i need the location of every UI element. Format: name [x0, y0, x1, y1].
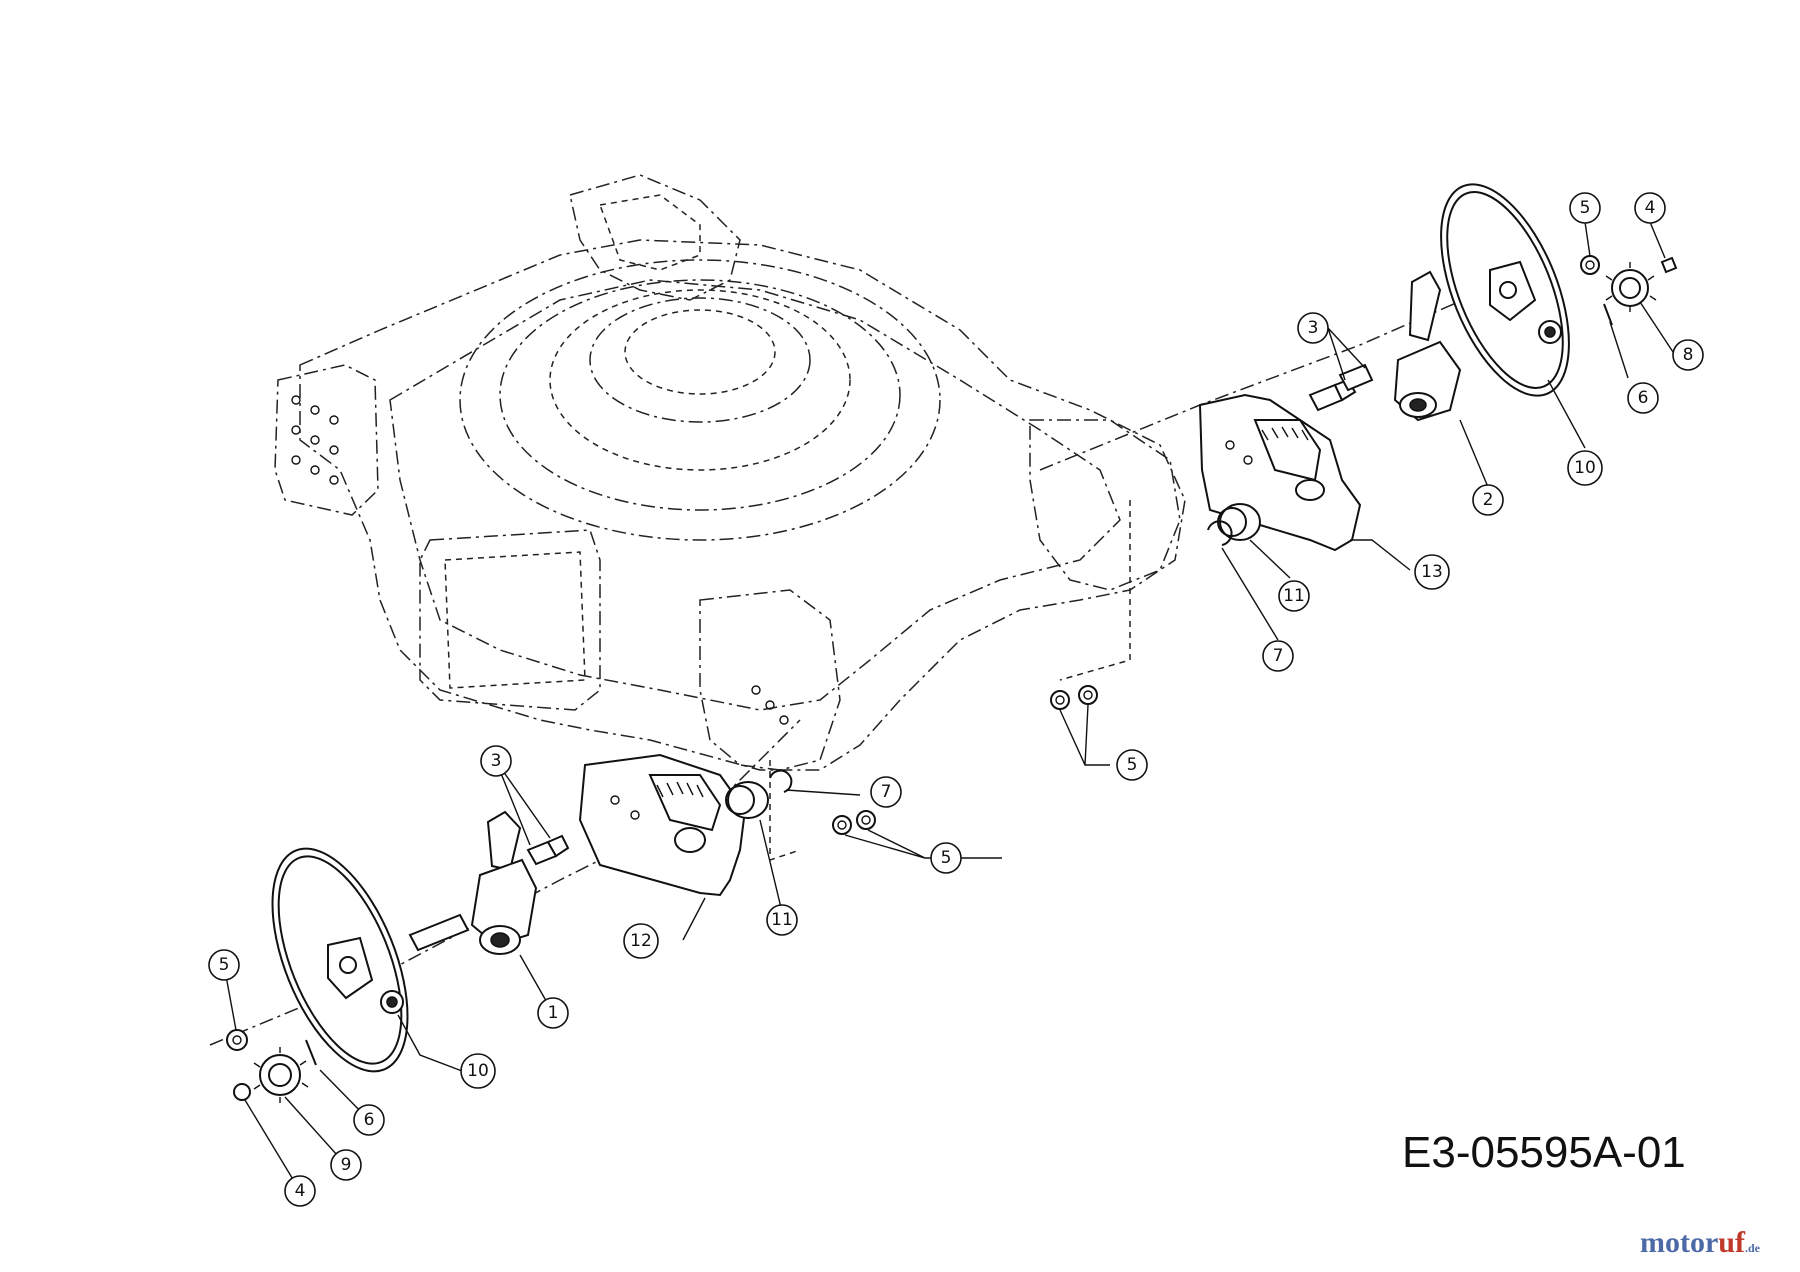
- svg-text:4: 4: [295, 1181, 306, 1201]
- svg-text:12: 12: [630, 931, 652, 951]
- height-lever-right: [1393, 270, 1462, 422]
- svg-text:4: 4: [1645, 198, 1656, 218]
- callout-9: 9: [330, 1149, 362, 1181]
- callout-11-right: 11: [1278, 580, 1310, 612]
- svg-text:7: 7: [881, 782, 892, 802]
- nut-left: [226, 1029, 248, 1051]
- mower-deck-housing: [274, 174, 1186, 862]
- svg-text:6: 6: [1638, 388, 1649, 408]
- screw-left: [233, 1083, 251, 1101]
- callout-11-left: 11: [766, 904, 798, 936]
- callout-3-right: 3: [1297, 312, 1329, 344]
- callout-6-left: 6: [353, 1104, 385, 1136]
- wheel-disc-right: [1440, 183, 1570, 397]
- pin-right: [1603, 303, 1613, 326]
- bolts-left: [526, 834, 570, 866]
- callout-4-left: 4: [284, 1175, 316, 1207]
- gear-left: [253, 1047, 309, 1103]
- nuts-left-lower: [832, 810, 876, 835]
- svg-text:3: 3: [491, 751, 502, 771]
- svg-text:8: 8: [1683, 345, 1694, 365]
- svg-text:7: 7: [1273, 646, 1284, 666]
- svg-text:5: 5: [1580, 198, 1591, 218]
- svg-text:13: 13: [1421, 562, 1443, 582]
- svg-text:9: 9: [341, 1155, 352, 1175]
- pin-left: [305, 1039, 317, 1066]
- bushing-left: [725, 781, 769, 819]
- watermark-suffix: .de: [1744, 1241, 1760, 1255]
- svg-text:6: 6: [364, 1110, 375, 1130]
- callout-5-right-top: 5: [1569, 192, 1601, 224]
- svg-text:11: 11: [771, 910, 793, 930]
- nut-right-top: [1580, 255, 1600, 275]
- callouts: 1 2 3 3 4 4 5 5 5 5 6 6 7 7 8 9 10 10 11…: [208, 192, 1704, 1207]
- callout-4-right: 4: [1634, 192, 1666, 224]
- gear-right: [1605, 262, 1657, 312]
- svg-text:10: 10: [1574, 458, 1596, 478]
- callout-5-right-lower: 5: [1116, 749, 1148, 781]
- clip-right: [1207, 520, 1233, 546]
- callout-5-left: 5: [208, 949, 240, 981]
- svg-text:10: 10: [467, 1061, 489, 1081]
- mounting-plate-left: [578, 753, 747, 897]
- callout-6-right: 6: [1627, 382, 1659, 414]
- callout-7-right: 7: [1262, 640, 1294, 672]
- callout-8: 8: [1672, 339, 1704, 371]
- callout-3-left: 3: [480, 745, 512, 777]
- watermark-brand-main: motor: [1640, 1226, 1719, 1259]
- watermark-brand-accent: uf: [1718, 1226, 1745, 1259]
- side-block-holes: [291, 395, 789, 725]
- nuts-right-lower: [1050, 685, 1098, 710]
- height-lever-left: [408, 810, 538, 955]
- callout-2: 2: [1472, 484, 1504, 516]
- svg-text:5: 5: [941, 848, 952, 868]
- callout-5-left-lower: 5: [930, 842, 962, 874]
- svg-text:5: 5: [219, 955, 230, 975]
- callout-10-left: 10: [460, 1053, 496, 1089]
- callout-1: 1: [537, 997, 569, 1029]
- right-wheel-assembly: [1039, 183, 1678, 710]
- callout-7-left: 7: [870, 776, 902, 808]
- callout-13: 13: [1414, 554, 1450, 590]
- svg-text:5: 5: [1127, 755, 1138, 775]
- callout-10-right: 10: [1567, 450, 1603, 486]
- bolts-right: [1308, 363, 1374, 412]
- svg-text:2: 2: [1483, 490, 1494, 510]
- watermark-logo: motoruf.de: [1640, 1226, 1760, 1260]
- callout-12: 12: [623, 923, 659, 959]
- svg-text:1: 1: [548, 1003, 559, 1023]
- svg-text:11: 11: [1283, 586, 1305, 606]
- drawing-number: E3-05595A-01: [1402, 1128, 1686, 1177]
- wheel-disc-left: [271, 847, 409, 1073]
- clip-left: [769, 769, 793, 793]
- left-wheel-assembly: [209, 719, 876, 1103]
- screw-right: [1660, 256, 1678, 274]
- svg-text:3: 3: [1308, 318, 1319, 338]
